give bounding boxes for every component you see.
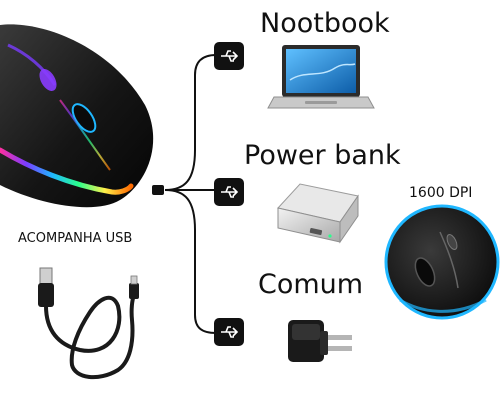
connection-lines: [152, 54, 217, 334]
usb-icon: [214, 42, 244, 70]
usb-included-label: ACOMPANHA USB: [18, 231, 133, 246]
usb-icon: [214, 178, 244, 206]
power-bank-label: Power bank: [244, 140, 401, 171]
common-label: Comum: [258, 269, 364, 300]
usb-cable-image: [38, 267, 139, 380]
usb-icon: [214, 318, 244, 346]
power-bank-image: [277, 183, 359, 244]
notebook-label: Nootbook: [260, 8, 390, 39]
laptop-image: [267, 45, 375, 109]
mouse-top-view: [0, 24, 154, 208]
wall-charger-image: [288, 320, 352, 362]
dpi-badge-image: [384, 204, 500, 320]
dpi-label: 1600 DPI: [409, 185, 473, 201]
